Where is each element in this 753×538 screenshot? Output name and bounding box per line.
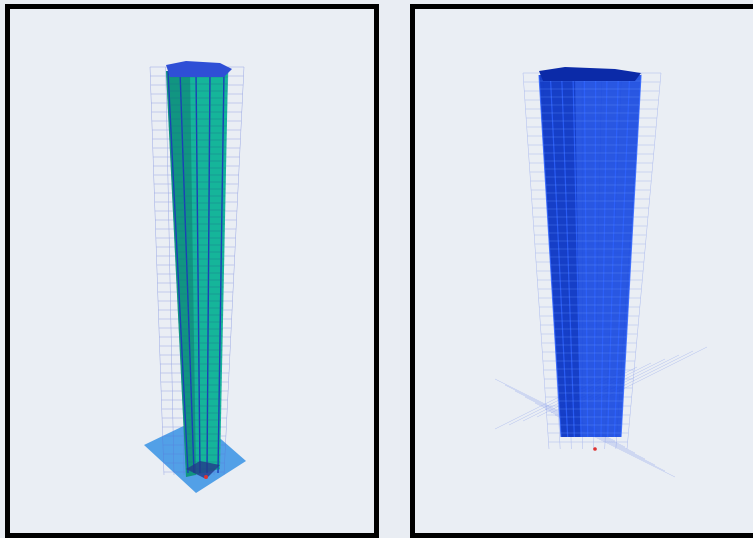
viewport-left[interactable] [5,4,379,538]
viewport-right[interactable] [410,4,753,538]
tower-model-wireframe [415,9,753,533]
tower-top [539,67,641,81]
tower-model-solid [10,9,374,533]
origin-marker [204,475,208,479]
tower-top [166,61,232,77]
origin-marker [593,447,597,451]
